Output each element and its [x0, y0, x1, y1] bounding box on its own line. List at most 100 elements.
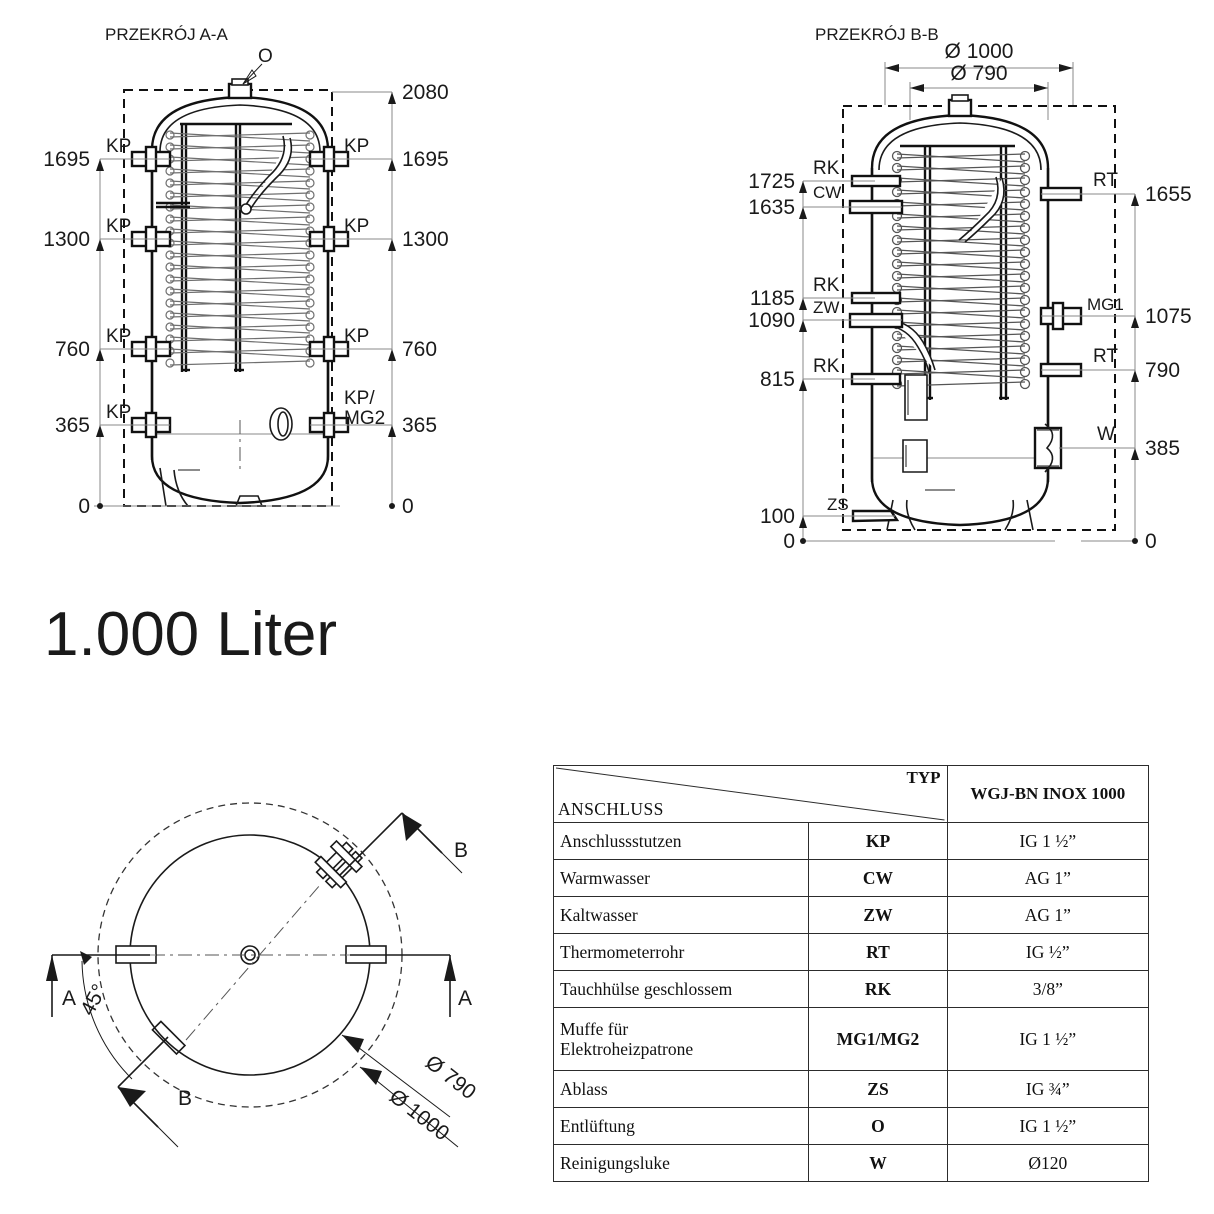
- table-row: Muffe für Elektroheizpatrone MG1/MG2 IG …: [552, 1007, 1150, 1071]
- row-name: Entlüftung: [552, 1107, 810, 1145]
- section-a-a-drawing: PRZEKRÓJ A-A O: [43, 25, 449, 518]
- row-value: IG 1 ½”: [946, 822, 1150, 860]
- tag-a-right-kp-1: KP: [344, 136, 369, 157]
- dim-b-left-1725: 1725: [748, 170, 795, 193]
- tag-b-left-cw: CW: [813, 183, 841, 202]
- dim-a-right-760: 760: [402, 338, 437, 361]
- row-typ: W: [808, 1144, 948, 1182]
- tag-a-left-kp-1: KP: [106, 136, 131, 157]
- row-name: Kaltwasser: [552, 896, 810, 934]
- section-mark-b-lower: [117, 1036, 179, 1148]
- row-name: Ablass: [552, 1070, 810, 1108]
- center-line-45: [185, 884, 321, 1041]
- dim-b-left-0: 0: [783, 530, 795, 553]
- dim-b-left-1185: 1185: [750, 287, 795, 310]
- tag-a-right-kp-3: KP: [344, 326, 369, 347]
- leader-790: [341, 1034, 451, 1118]
- label-section-b-lower: B: [178, 1087, 192, 1110]
- tag-a-left-kp-3: KP: [106, 326, 131, 347]
- row-value: AG 1”: [946, 859, 1150, 897]
- dim-b-right-790: 790: [1145, 359, 1180, 382]
- dimension-chain-left-a: [94, 158, 340, 509]
- dim-b-right-385: 385: [1145, 437, 1180, 460]
- dim-b-diameter-790: Ø 790: [950, 62, 1007, 85]
- inspection-port-a: [269, 407, 293, 441]
- section-b-b-drawing: PRZEKRÓJ B-B Ø 1000 Ø 790: [748, 25, 1192, 553]
- row-typ: RT: [808, 933, 948, 971]
- leader-1000: [359, 1066, 459, 1148]
- row-typ: ZW: [808, 896, 948, 934]
- label-diameter-790-top: Ø 790: [421, 1051, 480, 1104]
- dim-a-right-0: 0: [402, 495, 414, 518]
- tag-b-right-rt-2: RT: [1093, 346, 1118, 367]
- row-typ: KP: [808, 822, 948, 860]
- section-b-title: PRZEKRÓJ B-B: [815, 25, 939, 44]
- insulation-outline-b: [842, 105, 1116, 531]
- angle-45-arc: [80, 951, 133, 1080]
- table-row: Entlüftung O IG 1 ½”: [552, 1107, 1150, 1145]
- row-typ: ZS: [808, 1070, 948, 1108]
- table-row: Tauchhülse geschlossem RK 3/8”: [552, 970, 1150, 1008]
- diameter-1000-dim: [884, 62, 1074, 105]
- tag-b-left-rk-2: RK: [813, 275, 840, 296]
- tag-a-right-kp-mg2-line2: MG2: [344, 408, 385, 429]
- dim-b-left-815: 815: [760, 368, 795, 391]
- tag-b-left-rk-1: RK: [813, 158, 840, 179]
- capacity-label-wrap: 1.000 Liter: [44, 604, 337, 666]
- label-section-a-right: A: [458, 987, 472, 1010]
- dim-b-left-1090: 1090: [748, 309, 795, 332]
- sensor-pipe-upper-b: [958, 176, 1005, 243]
- stub-lower-left: [151, 1020, 187, 1056]
- dim-a-right-1695: 1695: [402, 148, 449, 171]
- heater-pocket-b: [902, 374, 928, 473]
- row-name: Warmwasser: [552, 859, 810, 897]
- table-row: Reinigungsluke W Ø120: [552, 1144, 1150, 1182]
- vent-stub-a: [227, 63, 263, 100]
- sensor-tube-a: [240, 135, 293, 215]
- dim-a-left-1695: 1695: [43, 148, 90, 171]
- label-section-b-upper: B: [454, 839, 468, 862]
- dim-a-left-0: 0: [78, 495, 90, 518]
- tag-a-right-kp-2: KP: [344, 216, 369, 237]
- section-mark-a-left: [46, 954, 150, 1017]
- dimension-chain-right-a: [332, 91, 396, 509]
- dim-b-left-100: 100: [760, 505, 795, 528]
- top-view-drawing: A A B B 45° Ø 790 Ø 1000: [46, 802, 480, 1148]
- row-typ: O: [808, 1107, 948, 1145]
- table-row: Anschlussstutzen KP IG 1 ½”: [552, 822, 1150, 860]
- tag-b-right-w: W: [1097, 424, 1115, 445]
- table-header-row: TYP ANSCHLUSS WGJ-BN INOX 1000: [553, 765, 1150, 823]
- stub-cluster-upper-right: [314, 839, 364, 889]
- table-row: Ablass ZS IG ¾”: [552, 1070, 1150, 1108]
- row-typ: CW: [808, 859, 948, 897]
- table-row: Warmwasser CW AG 1”: [552, 859, 1150, 897]
- tank-feet-b: [886, 499, 1034, 531]
- row-value: 3/8”: [946, 970, 1150, 1008]
- vent-stub-b: [947, 94, 973, 118]
- tag-b-left-zw: ZW: [813, 298, 839, 317]
- section-mark-b-upper: [339, 812, 463, 876]
- dimension-chain-left-b: [799, 180, 1055, 544]
- table-row: Kaltwasser ZW AG 1”: [552, 896, 1150, 934]
- label-section-a-left: A: [62, 987, 76, 1010]
- header-model-cell: WGJ-BN INOX 1000: [946, 765, 1150, 823]
- capacity-label: 1.000 Liter: [44, 600, 337, 669]
- header-diagonal-line: [555, 767, 945, 821]
- dim-a-right-365: 365: [402, 414, 437, 437]
- tag-a-right-kp-mg2-line1: KP/: [344, 388, 375, 409]
- tank-shell-a: [150, 95, 330, 505]
- tag-b-right-rt-1: RT: [1093, 170, 1118, 191]
- row-name: Tauchhülse geschlossem: [552, 970, 810, 1008]
- dim-a-left-365: 365: [55, 414, 90, 437]
- tag-a-left-kp-4: KP: [106, 402, 131, 423]
- header-split-cell: TYP ANSCHLUSS: [553, 765, 948, 823]
- dim-b-right-1655: 1655: [1145, 183, 1192, 206]
- row-name: Reinigungsluke: [552, 1144, 810, 1182]
- diameter-790-dim: [909, 82, 1049, 120]
- spec-table-body: TYP ANSCHLUSS WGJ-BN INOX 1000 Anschluss…: [552, 765, 1150, 1182]
- section-mark-a-right: [350, 954, 456, 1017]
- row-value: IG ¾”: [946, 1070, 1150, 1108]
- dim-b-right-0: 0: [1145, 530, 1157, 553]
- section-a-title: PRZEKRÓJ A-A: [105, 25, 228, 44]
